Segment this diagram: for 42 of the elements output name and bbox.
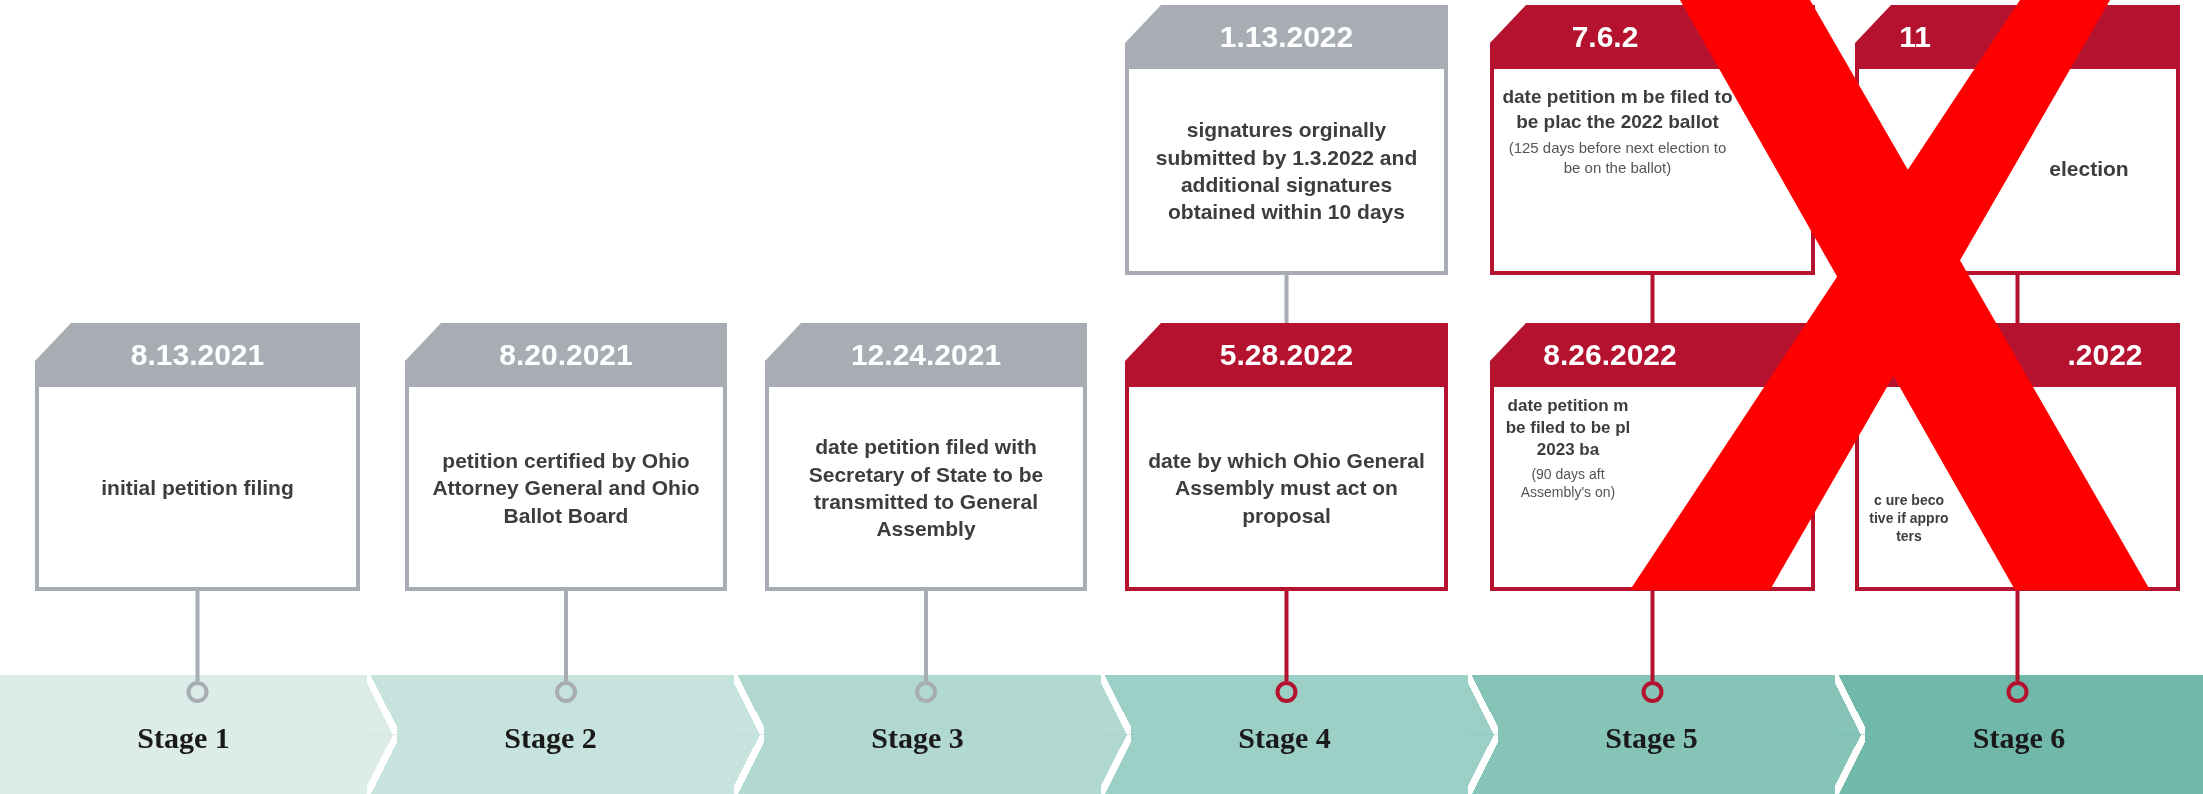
event-description: petition certified by Ohio Attorney General and Ohio Ballot Board	[431, 448, 701, 529]
date-label: 1.13.2022	[1218, 22, 1355, 52]
connector-line	[915, 591, 937, 703]
stage-label: Stage 1	[137, 723, 230, 753]
date-label: 7.6.2	[1570, 22, 1640, 52]
date-label: 12.24.2021	[849, 340, 1003, 370]
event-description: initial petition filing	[101, 475, 294, 502]
timeline-card	[1125, 5, 1448, 275]
date-label: 5.28.2022	[1218, 340, 1355, 370]
date-label: 11	[1898, 22, 1932, 52]
timeline-card	[1125, 323, 1448, 591]
event-description: date petition m be filed to be pl 2023 ba	[1504, 395, 1632, 462]
date-label: 8.20.2021	[498, 340, 634, 370]
event-description: date petition m be filed to be plac the 2022 ballot	[1501, 85, 1734, 134]
timeline-card	[765, 323, 1087, 591]
event-description: date petition filed with Secretary of State to be transmitted to General Assembly	[807, 434, 1045, 543]
date-label: 8.26.2022	[1542, 340, 1678, 370]
stage-segment	[0, 675, 367, 794]
connector-line	[2006, 591, 2029, 703]
stage-label: Stage 6	[1972, 723, 2066, 753]
stage-label: Stage 4	[1238, 723, 1331, 753]
stage-label: Stage 3	[871, 723, 964, 753]
connector-line	[186, 591, 209, 703]
connector-line	[1650, 275, 1655, 323]
connector-line	[1641, 591, 1664, 703]
event-description: c ure beco tive if appro ters	[1868, 491, 1950, 546]
connector-line	[555, 591, 577, 703]
date-label: .2022	[2066, 340, 2144, 370]
connector-line	[1275, 591, 1298, 703]
event-description: date by which Ohio General Assembly must act on proposal	[1147, 448, 1426, 529]
event-description: signatures orginally submitted by 1.3.2022 and additional signatures obtained within 10 days	[1154, 117, 1419, 226]
stage-label: Stage 5	[1605, 723, 1698, 753]
connector-line	[2015, 275, 2020, 323]
stage-segment	[1835, 675, 2203, 794]
event-description: election	[2049, 156, 2129, 182]
timeline-card	[35, 323, 360, 591]
note-text: (90 days aft Assembly's on)	[1519, 465, 1617, 502]
timeline-card	[405, 323, 727, 591]
date-label: 8.13.2021	[129, 340, 266, 370]
connector-line	[1284, 275, 1289, 323]
stage-label: Stage 2	[504, 723, 597, 753]
note-text: (125 days before next election to be on the ballot)	[1507, 138, 1728, 178]
